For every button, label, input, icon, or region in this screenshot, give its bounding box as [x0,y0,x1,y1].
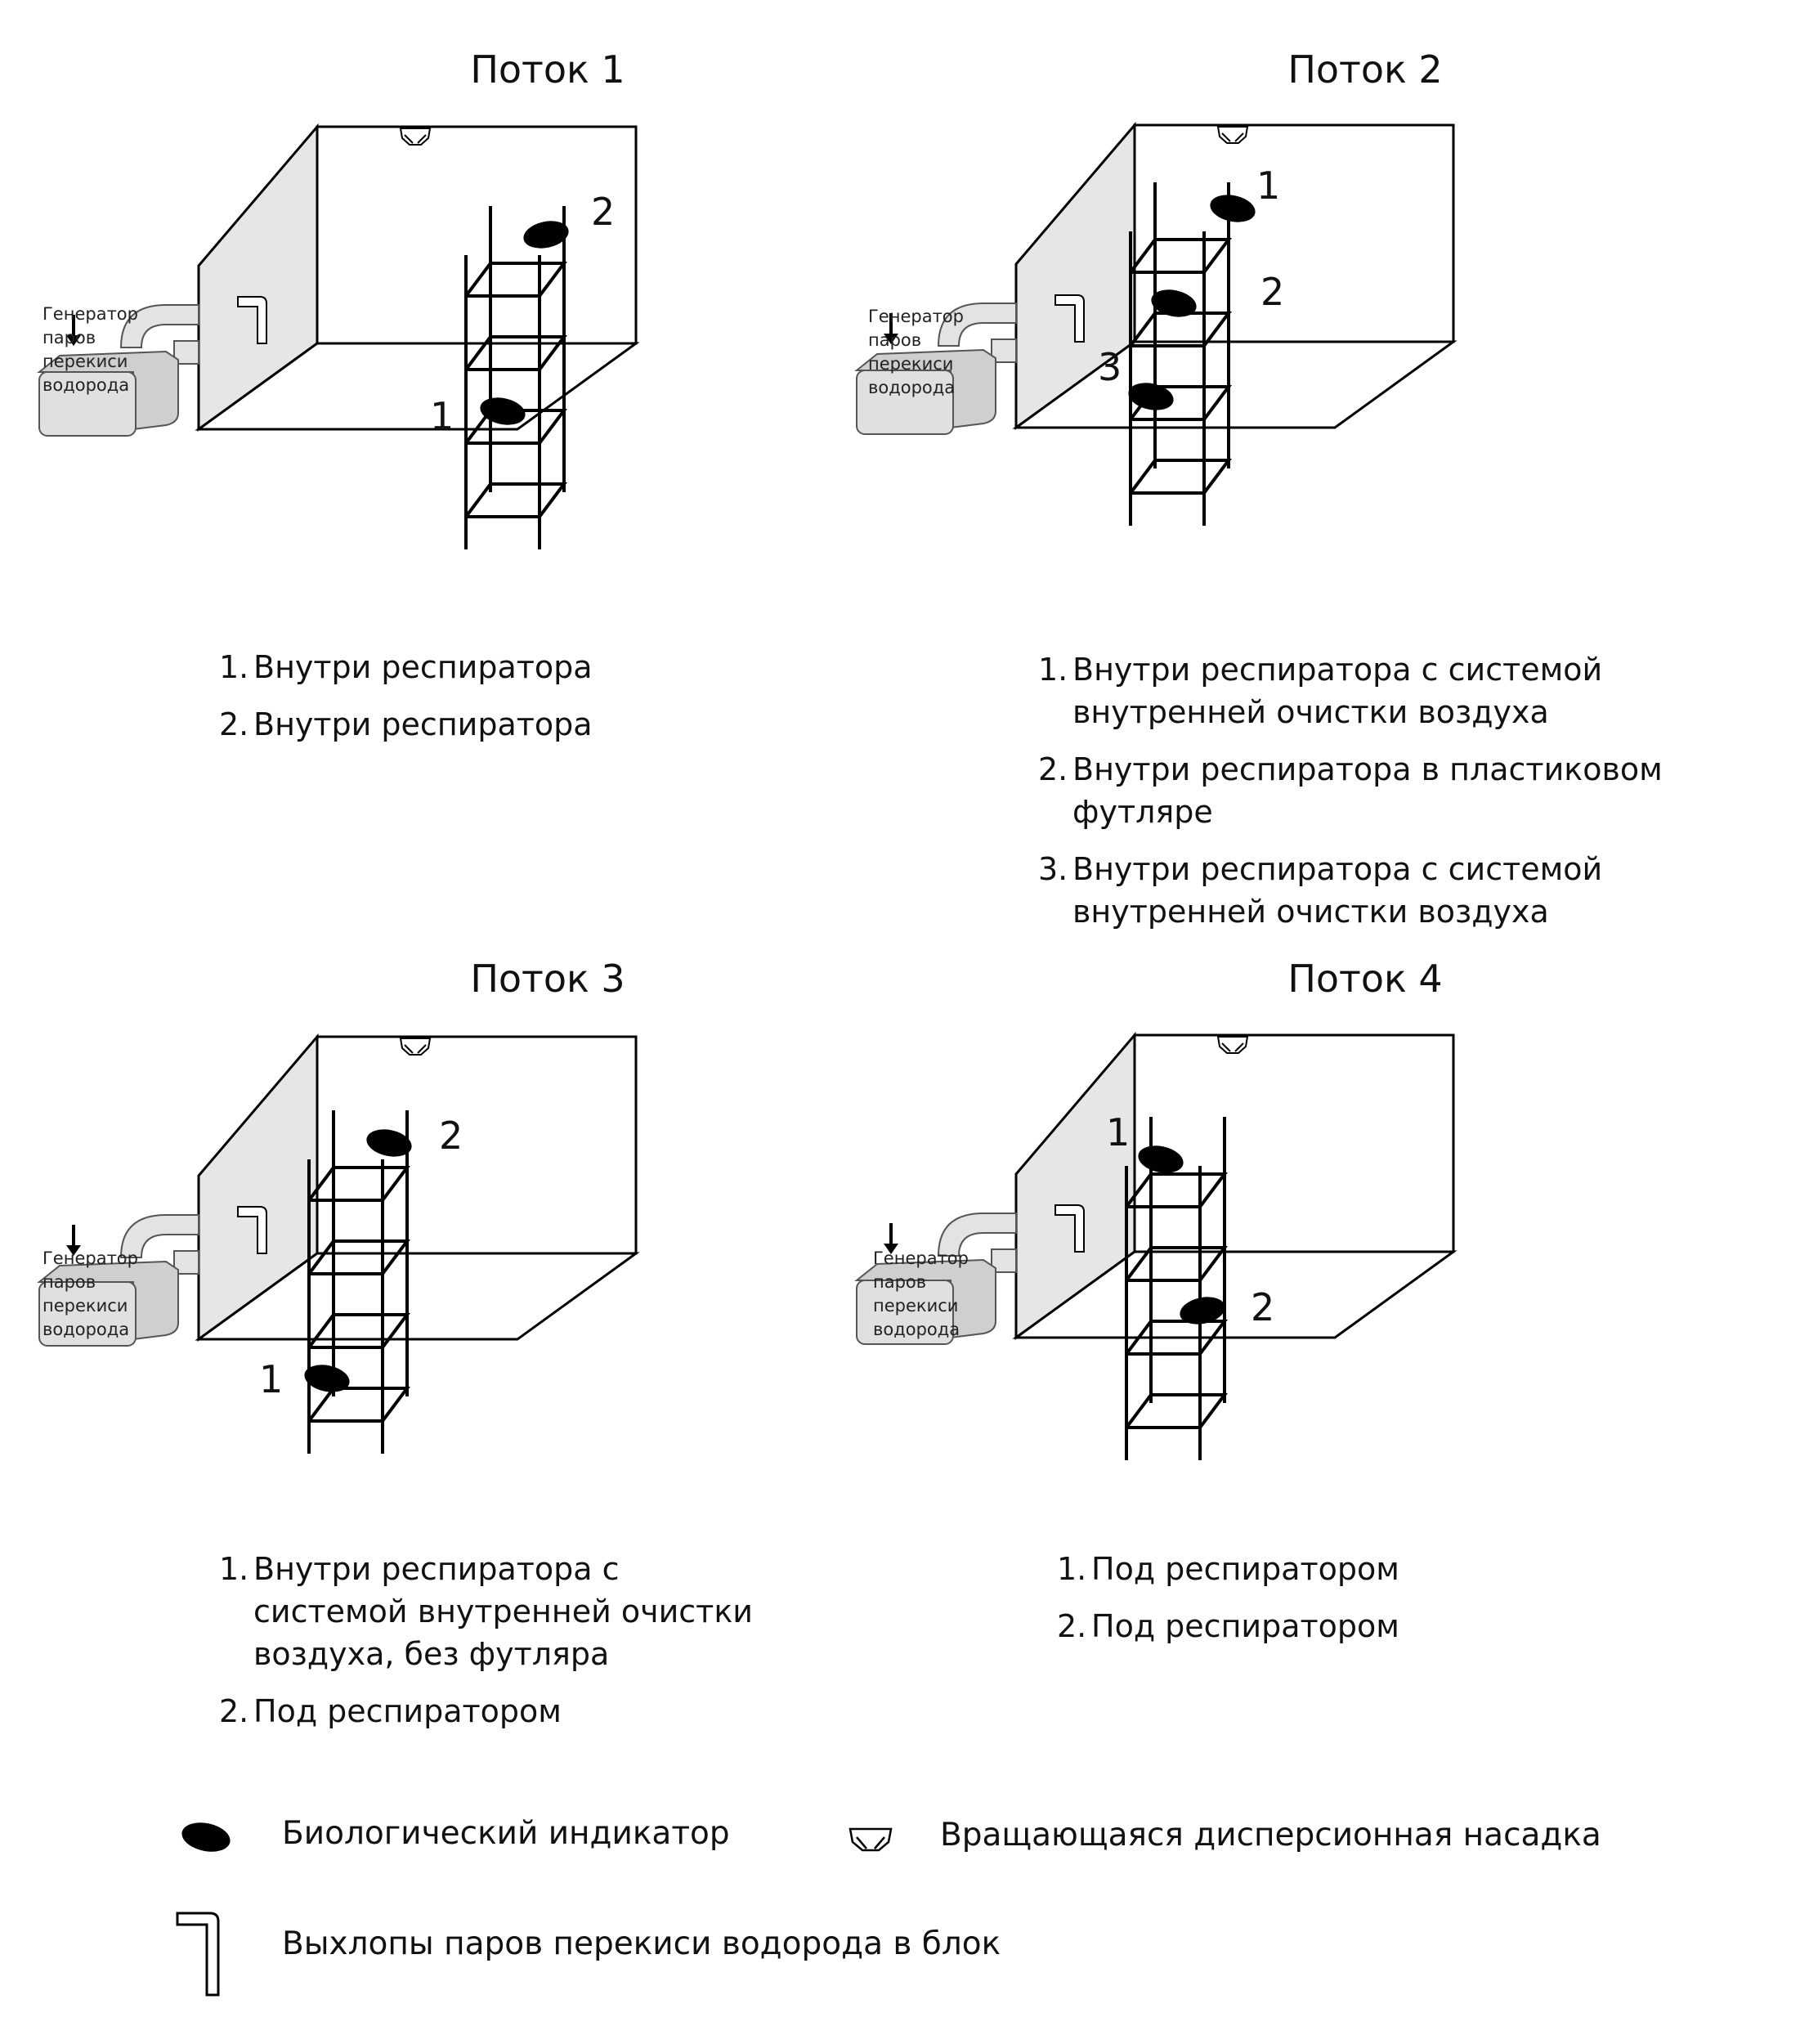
panel-1-marker-2: 2 [591,190,616,234]
panel-4-marker-1: 1 [1106,1110,1131,1154]
panel-3-marker-2: 2 [439,1114,463,1158]
chamber-panel-2 [855,123,1455,527]
list-item: 1.Внутри респиратора [219,649,593,685]
panel-2-list: 1.Внутри респиратора с системой внутренн… [1038,648,1774,948]
panel-3-title: Поток 3 [470,957,625,1001]
list-item: 2.Внутри респиратора в пластиковом футля… [1038,751,1663,830]
panel-2-title: Поток 2 [1287,47,1443,92]
panel-3-list: 1.Внутри респиратора с системой внутренн… [219,1548,791,1747]
panel-1-list: 1.Внутри респиратора 2.Внутри респиратор… [219,646,611,760]
legend-exhaust-icon [176,1912,220,1997]
legend-nozzle-label: Вращающаяся дисперсионная насадка [940,1817,1601,1853]
chamber-panel-3 [38,1035,638,1455]
panel-1-title: Поток 1 [470,47,625,92]
list-item: 2.Внутри респиратора [219,706,593,742]
list-item: 2.Под респиратором [219,1693,562,1729]
legend-nozzle-icon [849,1827,893,1852]
list-item: 2.Под респиратором [1057,1608,1399,1644]
legend-indicator-label: Биологический индикатор [282,1815,730,1852]
list-item: 1.Внутри респиратора с системой внутренн… [1038,652,1603,730]
panel-2-marker-3: 3 [1098,345,1122,389]
panel-3-marker-1: 1 [259,1357,284,1401]
list-item: 1.Внутри респиратора с системой внутренн… [219,1551,753,1672]
legend-exhaust-label: Выхлопы паров перекиси водорода в блок [282,1925,1001,1962]
panel-4-marker-2: 2 [1251,1285,1275,1329]
list-item: 3.Внутри респиратора с системой внутренн… [1038,851,1603,930]
chamber-panel-4 [855,1033,1455,1462]
chamber-panel-1 [38,125,638,551]
panel-1-marker-1: 1 [430,394,454,438]
list-item: 1.Под респиратором [1057,1551,1399,1587]
panel-4-list: 1.Под респиратором 2.Под респиратором [1057,1548,1466,1662]
panel-2-marker-2: 2 [1260,270,1285,314]
panel-2-marker-1: 1 [1256,164,1281,208]
panel-4-title: Поток 4 [1287,957,1443,1001]
legend-indicator-icon [181,1822,231,1852]
